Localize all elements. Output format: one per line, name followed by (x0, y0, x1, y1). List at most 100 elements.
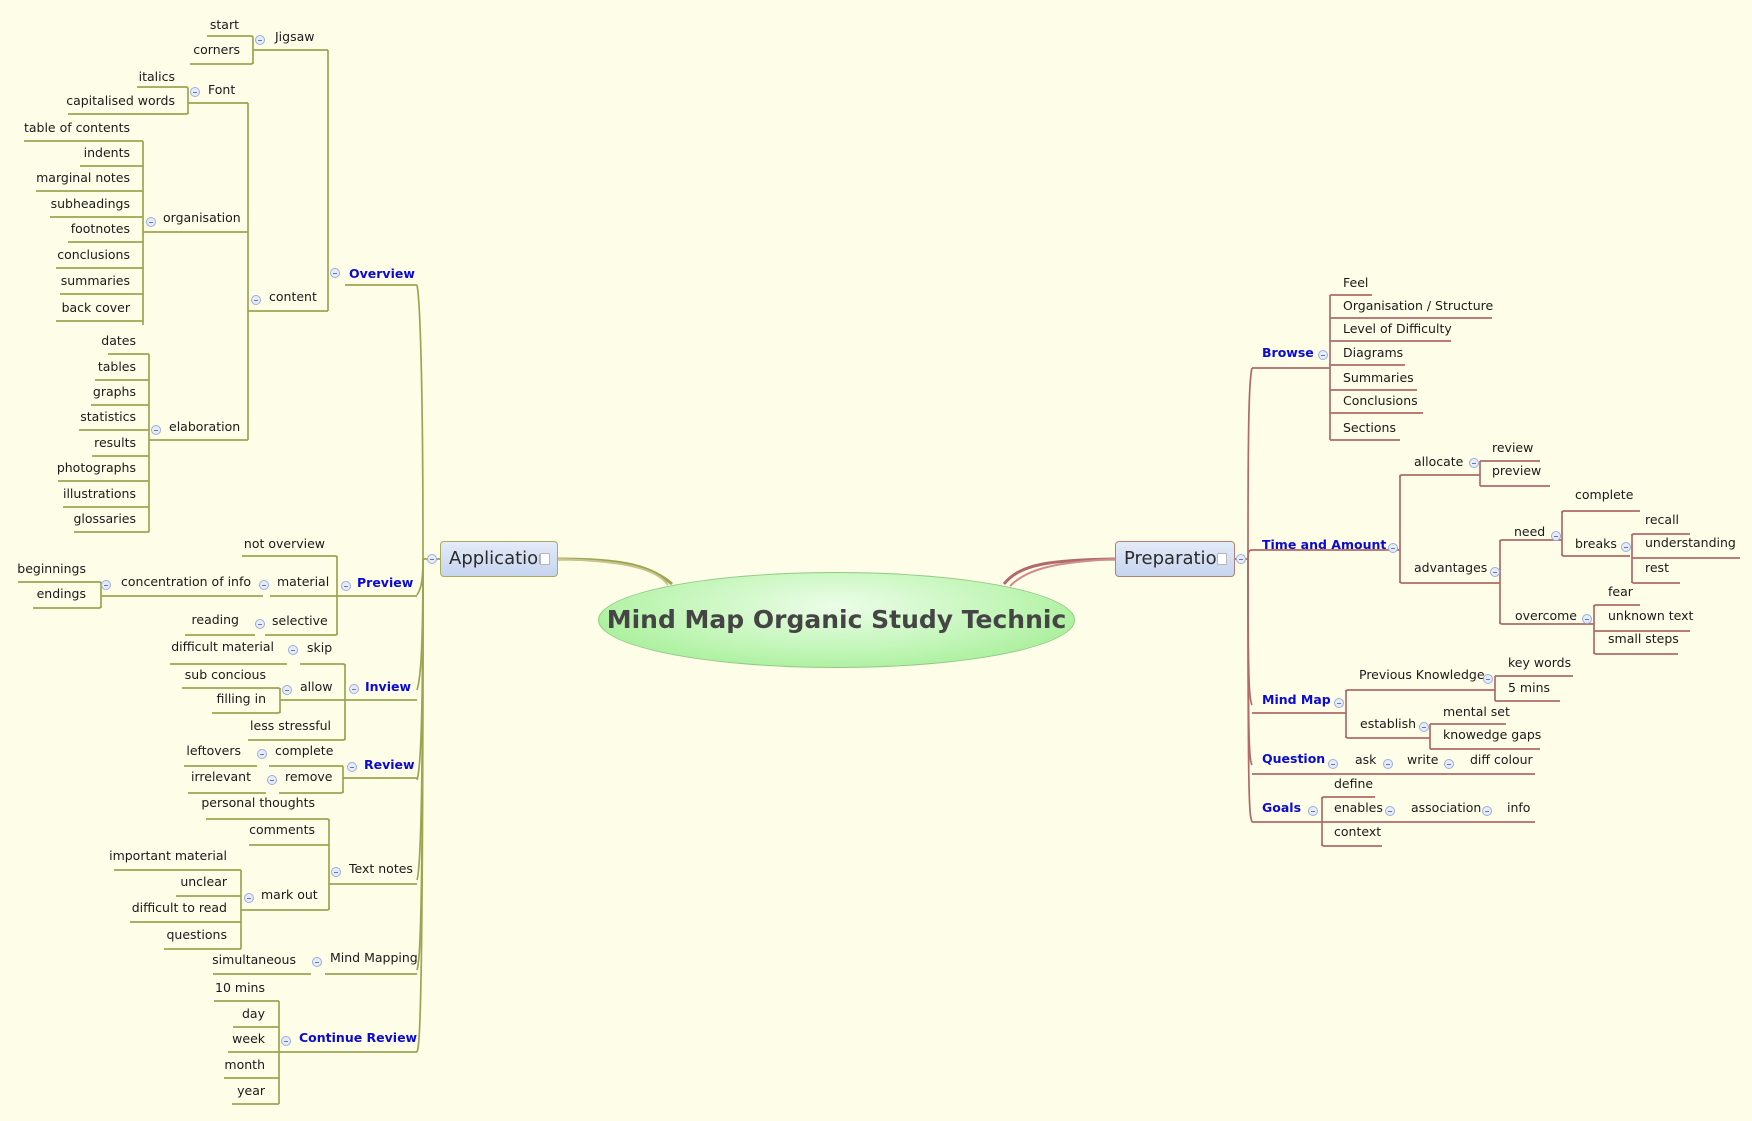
collapse-toggle-icon[interactable] (1582, 614, 1592, 624)
note-icon[interactable] (1217, 553, 1227, 565)
collapse-toggle-icon[interactable] (259, 580, 269, 590)
note-icon[interactable] (540, 553, 550, 565)
topic-browse-item[interactable]: Organisation / Structure (1343, 298, 1494, 313)
topic-font[interactable]: Font (208, 82, 236, 97)
topic-organisation-item[interactable]: table of contents (23, 120, 130, 135)
collapse-toggle-icon[interactable] (312, 957, 322, 967)
topic-rest[interactable]: rest (1645, 560, 1669, 575)
topic-complete[interactable]: complete (275, 743, 334, 758)
topic-need[interactable]: need (1514, 524, 1546, 539)
collapse-toggle-icon[interactable] (281, 1036, 291, 1046)
topic-browse-item[interactable]: Level of Difficulty (1343, 321, 1452, 336)
topic-mark-out-item[interactable]: difficult to read (131, 900, 227, 915)
topic-material[interactable]: material (277, 574, 330, 589)
topic-goals[interactable]: Goals (1262, 800, 1302, 815)
topic-elaboration-item[interactable]: statistics (80, 409, 136, 424)
topic-continue-review-item[interactable]: month (224, 1057, 265, 1072)
topic-preview-prep[interactable]: preview (1492, 463, 1542, 478)
topic-corners[interactable]: corners (193, 42, 240, 57)
topic-organisation-item[interactable]: conclusions (57, 247, 130, 262)
topic-mark-out-item[interactable]: questions (166, 927, 227, 942)
topic-browse[interactable]: Browse (1262, 345, 1314, 360)
topic-browse-item[interactable]: Conclusions (1343, 393, 1418, 408)
topic-organisation-item[interactable]: marginal notes (36, 170, 130, 185)
topic-continue-review-item[interactable]: year (237, 1083, 265, 1098)
topic-key-words[interactable]: key words (1508, 655, 1572, 670)
topic-review[interactable]: Review (364, 757, 415, 772)
collapse-toggle-icon[interactable] (1385, 806, 1395, 816)
topic-less-stressful[interactable]: less stressful (250, 718, 331, 733)
topic-info[interactable]: info (1507, 800, 1531, 815)
topic-elaboration-item[interactable]: illustrations (62, 486, 136, 501)
topic-write[interactable]: write (1407, 752, 1439, 767)
topic-remove[interactable]: remove (285, 769, 333, 784)
topic-fear[interactable]: fear (1608, 584, 1633, 599)
collapse-toggle-icon[interactable] (282, 685, 292, 695)
topic-not-overview[interactable]: not overview (243, 536, 325, 551)
collapse-toggle-icon[interactable] (1308, 806, 1318, 816)
collapse-toggle-icon[interactable] (101, 580, 111, 590)
collapse-toggle-icon[interactable] (146, 217, 156, 227)
collapse-toggle-icon[interactable] (1318, 350, 1328, 360)
topic-reading[interactable]: reading (191, 612, 239, 627)
topic-mark-out-item[interactable]: important material (109, 848, 227, 863)
topic-small-steps[interactable]: small steps (1608, 631, 1679, 646)
topic-elaboration[interactable]: elaboration (169, 419, 241, 434)
topic-previous-knowledge[interactable]: Previous Knowledge (1359, 667, 1485, 682)
collapse-toggle-icon[interactable] (1236, 554, 1246, 564)
collapse-toggle-icon[interactable] (1328, 759, 1338, 769)
topic-inview[interactable]: Inview (365, 679, 412, 694)
topic-continue-review-item[interactable]: day (242, 1006, 265, 1021)
collapse-toggle-icon[interactable] (341, 581, 351, 591)
topic-preview[interactable]: Preview (357, 575, 414, 590)
topic-leftovers[interactable]: leftovers (186, 743, 241, 758)
topic-allow[interactable]: allow (300, 679, 333, 694)
topic-diff-colour[interactable]: diff colour (1470, 752, 1533, 767)
collapse-toggle-icon[interactable] (1334, 698, 1344, 708)
topic-elaboration-item[interactable]: graphs (92, 384, 136, 399)
topic-elaboration-item[interactable]: glossaries (73, 511, 136, 526)
topic-personal-thoughts[interactable]: personal thoughts (201, 795, 315, 810)
collapse-toggle-icon[interactable] (1621, 542, 1631, 552)
topic-beginnings[interactable]: beginnings (17, 561, 86, 576)
collapse-toggle-icon[interactable] (255, 619, 265, 629)
application-topic[interactable]: Application (440, 541, 558, 577)
topic-elaboration-item[interactable]: results (94, 435, 136, 450)
collapse-toggle-icon[interactable] (1469, 458, 1479, 468)
collapse-toggle-icon[interactable] (1483, 674, 1493, 684)
collapse-toggle-icon[interactable] (330, 268, 340, 278)
topic-difficult-material[interactable]: difficult material (171, 639, 274, 654)
topic-organisation-item[interactable]: summaries (60, 273, 130, 288)
topic-browse-item[interactable]: Sections (1343, 420, 1396, 435)
topic-simultaneous[interactable]: simultaneous (212, 952, 296, 967)
collapse-toggle-icon[interactable] (244, 893, 254, 903)
collapse-toggle-icon[interactable] (190, 87, 200, 97)
topic-recall[interactable]: recall (1645, 512, 1680, 527)
topic-organisation-item[interactable]: back cover (61, 300, 130, 315)
topic-complete-prep[interactable]: complete (1575, 487, 1634, 502)
topic-sub-concious[interactable]: sub concious (184, 667, 266, 682)
collapse-toggle-icon[interactable] (427, 554, 437, 564)
topic-question[interactable]: Question (1262, 751, 1326, 766)
topic-define[interactable]: define (1334, 776, 1374, 791)
topic-continue-review-item[interactable]: 10 mins (215, 980, 265, 995)
collapse-toggle-icon[interactable] (1419, 722, 1429, 732)
collapse-toggle-icon[interactable] (1383, 759, 1393, 769)
topic-browse-item[interactable]: Feel (1343, 275, 1369, 290)
collapse-toggle-icon[interactable] (1490, 567, 1500, 577)
topic-organisation-item[interactable]: subheadings (50, 196, 130, 211)
topic-ask[interactable]: ask (1355, 752, 1377, 767)
topic-overview[interactable]: Overview (349, 266, 415, 281)
collapse-toggle-icon[interactable] (1388, 543, 1398, 553)
collapse-toggle-icon[interactable] (288, 645, 298, 655)
topic-concentration-of-info[interactable]: concentration of info (121, 574, 252, 589)
topic-irrelevant[interactable]: irrelevant (191, 769, 251, 784)
collapse-toggle-icon[interactable] (251, 295, 261, 305)
central-topic[interactable]: Mind Map Organic Study Technic (598, 572, 1075, 668)
topic-jigsaw[interactable]: Jigsaw (275, 29, 315, 44)
topic-time-and-amount[interactable]: Time and Amount (1262, 537, 1387, 552)
topic-5-mins[interactable]: 5 mins (1508, 680, 1551, 695)
topic-endings[interactable]: endings (36, 586, 86, 601)
topic-content[interactable]: content (269, 289, 317, 304)
topic-context[interactable]: context (1334, 824, 1382, 839)
